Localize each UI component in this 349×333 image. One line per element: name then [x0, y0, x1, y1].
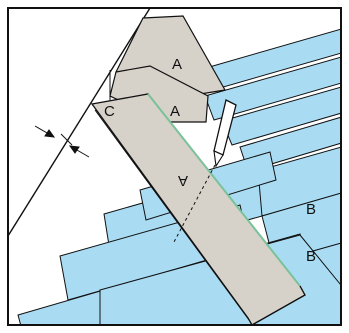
gap-indicator [34, 125, 90, 158]
plank-main-green-edge [147, 93, 301, 287]
label-plank-mid: A [170, 103, 180, 120]
board [221, 86, 341, 146]
board [204, 56, 341, 121]
wall-line [8, 8, 151, 237]
plank-main-bottom-edge [251, 294, 306, 325]
diagram-frame [7, 7, 342, 326]
label-board-b-upper: B [306, 201, 316, 218]
pencil-icon [213, 99, 237, 168]
plank-mid [109, 65, 209, 123]
label-board-b-lower: B [306, 248, 316, 265]
label-plank-top: A [172, 56, 182, 73]
label-corner: C [104, 103, 115, 120]
diagram-content: A A C A B B [8, 8, 341, 325]
plank-main-shadow [94, 109, 250, 321]
label-plank-main: A [178, 172, 188, 189]
dashed-guide [173, 164, 216, 243]
